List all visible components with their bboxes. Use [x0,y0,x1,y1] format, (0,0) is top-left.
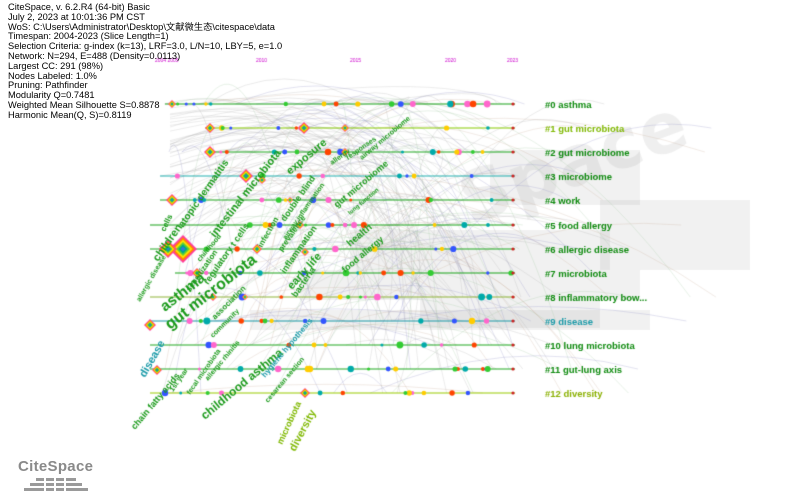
network-summary: CiteSpace, v. 6.2.R4 (64-bit) Basic July… [8,2,283,121]
meta-line: July 2, 2023 at 10:01:36 PM CST [8,11,145,22]
meta-line: Nodes Labeled: 1.0% [8,70,97,81]
meta-line: Harmonic Mean(Q, S)=0.8119 [8,109,132,120]
meta-line: CiteSpace, v. 6.2.R4 (64-bit) Basic [8,2,150,12]
meta-line: Weighted Mean Silhouette S=0.8878 [8,99,160,110]
meta-line: Largest CC: 291 (98%) [8,60,104,71]
meta-line: Network: N=294, E=488 (Density=0.0113) [8,50,181,61]
meta-line: WoS: C:\Users\Administrator\Desktop\文献微生… [8,21,275,32]
meta-line: Pruning: Pathfinder [8,80,88,91]
citespace-logo: CiteSpace [18,458,94,475]
meta-line: Timespan: 2004-2023 (Slice Length=1) [8,31,169,42]
logo-base-graphic [24,478,88,491]
meta-line: Modularity Q=0.7481 [8,90,95,101]
meta-line: Selection Criteria: g-index (k=13), LRF=… [8,41,283,52]
